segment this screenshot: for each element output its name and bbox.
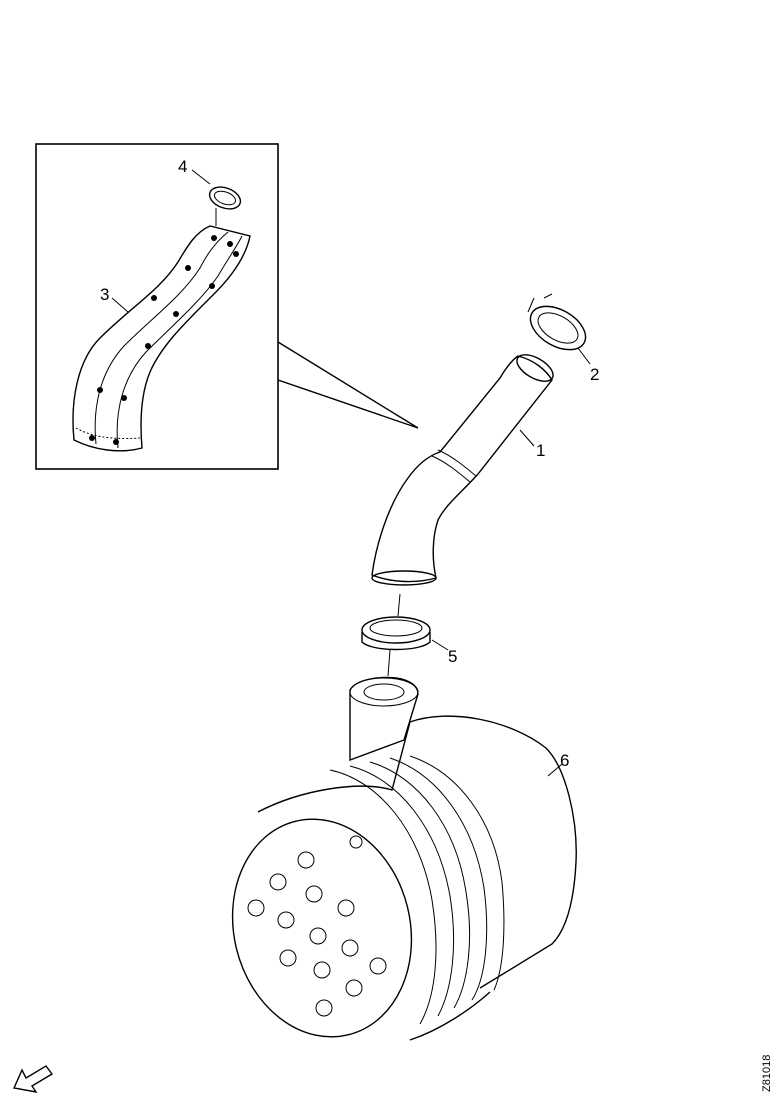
detail-inset-frame [35,143,279,470]
figure-code: Z81018 [761,1055,773,1092]
exhaust-pipe-part-1 [371,354,554,586]
callout-6: 6 [560,751,569,770]
heat-shield-part-3 [72,225,251,452]
callout-3: 3 [100,285,109,304]
callout-5: 5 [448,647,457,666]
clamp-part-4 [208,186,242,226]
detail-inset [35,143,419,470]
muffler-part-6 [231,676,577,1041]
clamp-part-2 [527,293,587,351]
clamp-part-5 [361,593,431,677]
arrow-icon [12,1065,54,1093]
callout-leaders [111,169,591,777]
inset-leader-lines [277,341,419,429]
callout-2: 2 [590,365,599,384]
callout-4: 4 [178,157,187,176]
callout-1: 1 [536,441,545,460]
